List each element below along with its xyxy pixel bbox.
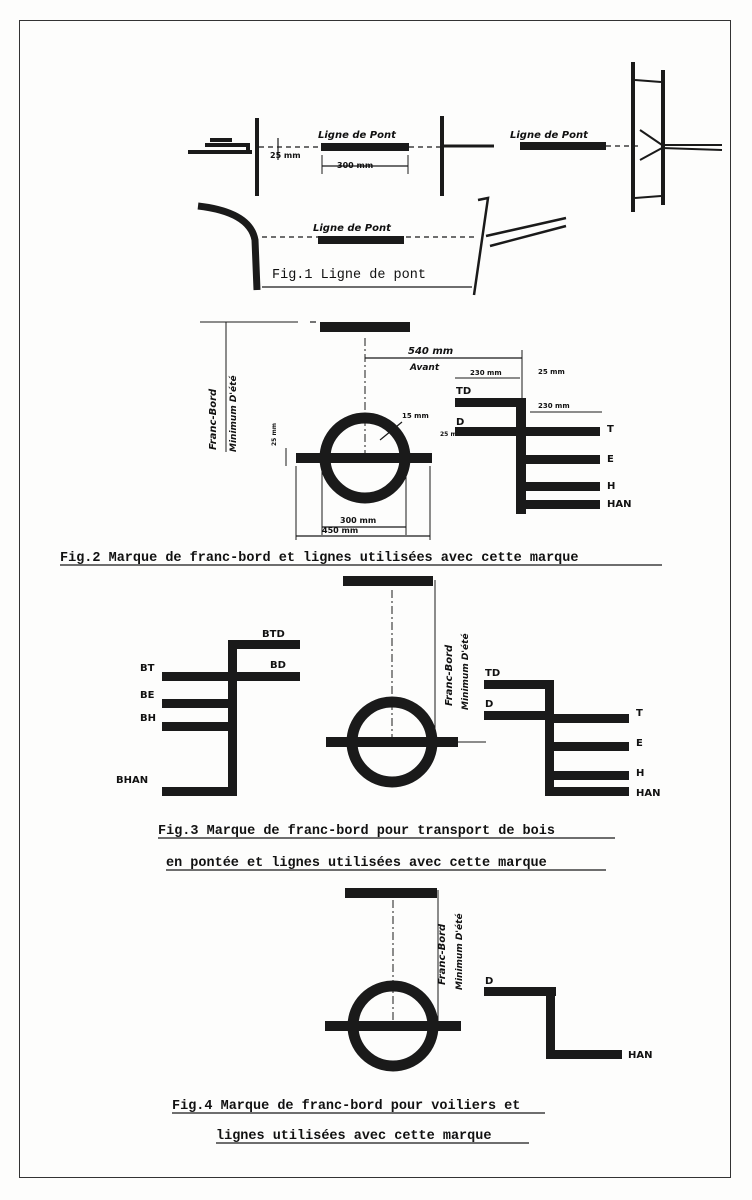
fig3-line-td: TD	[485, 668, 500, 679]
fig3-line-bhan: BHAN	[116, 775, 148, 786]
fig3-line-bd: BD	[270, 660, 286, 671]
fig2-line-h: H	[607, 481, 615, 492]
fig3-line-btd: BTD	[262, 629, 285, 640]
fig2-dim-25-top: 25 mm	[538, 368, 565, 376]
fig3-line-e: E	[636, 738, 643, 749]
fig1-deck-label-3: Ligne de Pont	[313, 223, 392, 234]
fig2-dim-25-left: 25 mm	[271, 423, 278, 446]
fig2-dim-300: 300 mm	[340, 516, 376, 525]
fig2-line-t: T	[607, 424, 614, 435]
page-border	[19, 20, 731, 1178]
fig3-line-d: D	[485, 699, 493, 710]
fig2-dim-540: 540 mm	[408, 346, 453, 357]
fig4-line-han: HAN	[628, 1050, 652, 1061]
fig3-line-bh: BH	[140, 713, 156, 724]
fig3-line-t: T	[636, 708, 643, 719]
fig2-freeboard-1: Franc-Bord	[208, 388, 219, 450]
fig2-line-e: E	[607, 454, 614, 465]
fig3-line-be: BE	[140, 690, 155, 701]
fig3-caption-2: en pontée et lignes utilisées avec cette…	[166, 856, 547, 871]
fig2-dim-230-b: 230 mm	[538, 402, 570, 410]
fig1-caption: Fig.1 Ligne de pont	[272, 268, 426, 283]
fig3-freeboard-1: Franc-Bord	[444, 644, 455, 706]
fig2-dim-230: 230 mm	[470, 369, 502, 377]
fig2-avant: Avant	[409, 363, 440, 373]
fig4-sailing-mark: Franc-Bord Minimum D'été D HAN Fig.4 Mar…	[172, 888, 652, 1144]
fig2-caption: Fig.2 Marque de franc-bord et lignes uti…	[60, 551, 578, 566]
fig2-line-han: HAN	[607, 499, 631, 510]
fig2-line-td: TD	[456, 386, 471, 397]
fig2-line-d: D	[456, 417, 464, 428]
fig3-line-bt: BT	[140, 663, 155, 674]
fig2-dim-450: 450 mm	[322, 526, 358, 535]
fig3-timber-mark: Franc-Bord Minimum D'été BTD BD BT BE BH…	[116, 576, 660, 871]
fig3-line-han: HAN	[636, 788, 660, 799]
fig4-line-d: D	[485, 976, 493, 987]
fig4-caption-1: Fig.4 Marque de franc-bord pour voiliers…	[172, 1099, 520, 1114]
fig2-dim-25-ring: 25 mm	[440, 431, 463, 438]
fig1-deck-label: Ligne de Pont	[318, 130, 397, 141]
fig4-caption-2: lignes utilisées avec cette marque	[216, 1129, 491, 1144]
fig1-dim-25: 25 mm	[270, 151, 301, 160]
fig2-freeboard-2: Minimum D'été	[228, 375, 239, 452]
fig3-line-h: H	[636, 768, 644, 779]
fig1-deck-label-2: Ligne de Pont	[510, 130, 589, 141]
fig2-dim-radius: 15 mm	[402, 412, 429, 420]
fig1-deck-line: 25 mm Ligne de Pont 300 mm Ligne de Pont…	[188, 62, 723, 296]
fig3-caption-1: Fig.3 Marque de franc-bord pour transpor…	[158, 824, 555, 839]
fig3-freeboard-2: Minimum D'été	[460, 633, 471, 710]
fig4-freeboard-2: Minimum D'été	[454, 913, 465, 990]
fig4-freeboard-1: Franc-Bord	[437, 923, 448, 985]
fig1-dim-300: 300 mm	[337, 161, 373, 170]
fig2-freeboard-mark: Franc-Bord Minimum D'été 15 mm 25 mm 300…	[60, 321, 662, 566]
